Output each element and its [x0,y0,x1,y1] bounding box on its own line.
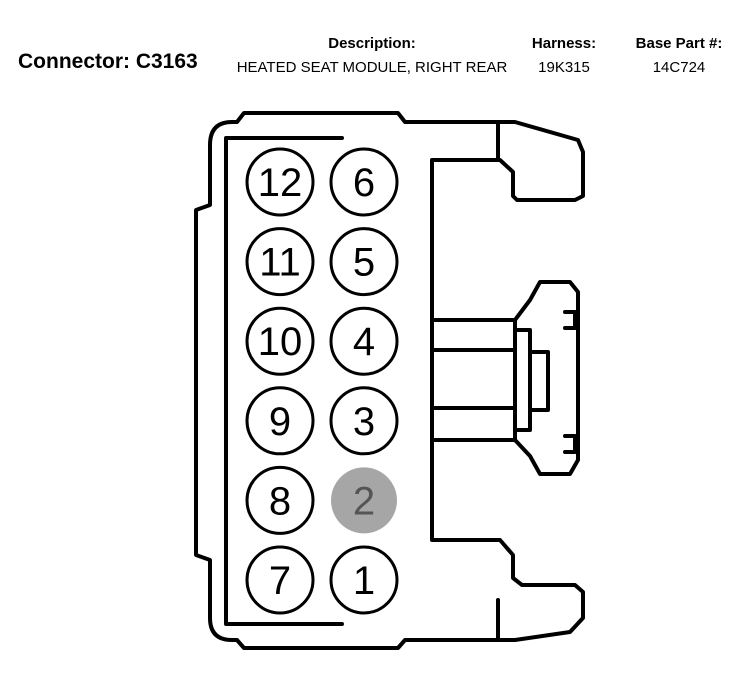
pin-3-label: 3 [353,400,375,444]
pin-2-label: 2 [353,479,375,523]
pin-11-label: 11 [259,241,301,285]
pin-7-label: 7 [269,559,291,603]
connector-title: Connector: C3163 [18,50,198,73]
base-part-heading: Base Part #: [635,35,723,52]
pin-8-label: 8 [269,479,291,523]
pin-3-circle [329,386,399,456]
pin-5-label: 5 [353,241,375,285]
pin-4-label: 4 [353,320,375,364]
pin-4-circle [329,306,399,376]
latch-channel [430,318,517,442]
pin-8-circle [245,465,315,535]
description-value: HEATED SEAT MODULE, RIGHT REAR [236,59,508,76]
lock-tab-detail [513,310,577,454]
pin-6-circle [329,147,399,217]
harness-value: 19K315 [538,59,590,76]
pin-10-label: 10 [258,320,303,364]
pin-7-circle [245,545,315,615]
pin-2-circle [331,467,397,534]
base-part-value: 14C724 [652,59,706,76]
pin-1-circle [329,545,399,615]
pin-11-circle [245,227,315,297]
pin-12-circle [245,147,315,217]
inner-frame [224,136,344,626]
pin-6-label: 6 [353,161,375,205]
pin-1-label: 1 [353,559,375,603]
description-heading: Description: [328,35,416,52]
pin-5-circle [329,227,399,297]
housing-outline [194,111,585,650]
pin-10-circle [245,306,315,376]
connector-housing [194,111,585,650]
harness-heading: Harness: [531,35,597,52]
pin-9-label: 9 [269,400,291,444]
pin-grid: 12 6 11 5 10 4 9 3 8 2 7 1 [245,147,399,615]
lock-tab [513,280,580,476]
pin-12-label: 12 [258,161,303,205]
pin-9-circle [245,386,315,456]
